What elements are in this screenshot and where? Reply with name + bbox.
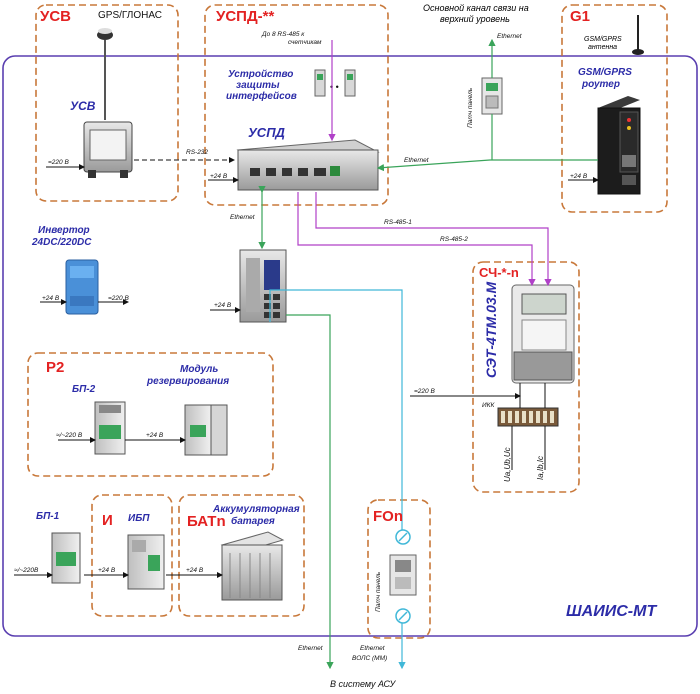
inverter-label-1: Инвертор xyxy=(38,225,90,236)
fon-group-title: FOn xyxy=(373,508,403,525)
inverter-label-2: 24DC/220DC xyxy=(32,237,92,248)
protect-label-3: интерфейсов xyxy=(226,91,297,102)
patch-panel-bottom-icon xyxy=(389,554,417,596)
ethernet-switch-bottom-line xyxy=(286,314,334,670)
v24-bp2-label: +24 В xyxy=(146,432,164,439)
to-asu-label: В систему АСУ xyxy=(330,679,396,689)
interface-protection-icon: • • xyxy=(314,69,356,97)
group-fon xyxy=(367,499,431,639)
main-channel-label-1: Основной канал связи на xyxy=(423,3,529,13)
ethernet-bottom-label: Ethernet xyxy=(298,645,323,652)
v24-router-label: +24 В xyxy=(570,173,588,180)
v220-inverter-label: =220 В xyxy=(108,295,129,302)
v24-bat-label: +24 В xyxy=(186,567,204,574)
rs232-label: RS-232 xyxy=(186,149,209,156)
battery-label-1: Аккумуляторная xyxy=(213,504,300,515)
counters-label: счетчикам xyxy=(288,39,322,46)
v24-switch-label: +24 В xyxy=(214,302,232,309)
psu-bp2-icon xyxy=(94,401,126,455)
group-g1 xyxy=(561,4,668,213)
patch-panel-bottom-label: Патч панель xyxy=(375,571,382,612)
ethernet-wols-label: Ethernet xyxy=(360,645,385,652)
bp2-label: БП-2 xyxy=(72,384,96,395)
ua-ub-uc-label: Ua,Ub,Uc xyxy=(503,447,512,482)
reserve-label-2: резервирования xyxy=(147,376,230,387)
counter-model-label: СЭТ-4ТМ.03.М xyxy=(483,281,499,378)
gsm-antenna-label-2: антенна xyxy=(588,44,618,51)
svg-text:• •: • • xyxy=(330,82,339,92)
meter-icon xyxy=(511,284,575,384)
group-counter xyxy=(472,261,580,493)
v220-bp2-label: ≈/~220 В xyxy=(56,432,83,439)
gps-antenna-icon xyxy=(97,28,113,120)
protect-label-1: Устройство xyxy=(228,69,294,80)
gsm-antenna-icon xyxy=(632,15,644,55)
ethernet-switch-icon xyxy=(239,249,287,323)
p2-group-title: Р2 xyxy=(46,359,65,376)
system-frame xyxy=(2,55,698,637)
ethernet-uspd-switch-label: Ethernet xyxy=(230,214,255,221)
ia-ib-ic-label: Ia,Ib,Ic xyxy=(536,455,545,480)
uspd-device-icon xyxy=(236,139,380,191)
rs485-2-line xyxy=(297,192,536,287)
battery-label-2: батарея xyxy=(231,516,275,527)
rs485-1-line xyxy=(315,192,552,287)
system-name: ШАИИС-МТ xyxy=(566,603,657,620)
terminal-block-icon xyxy=(497,407,559,427)
ethernet-top-label: Ethernet xyxy=(497,33,522,40)
ikk-label: ИКК xyxy=(482,402,495,409)
reserve-module-icon xyxy=(184,404,228,456)
wols-label: ВОЛС (ММ) xyxy=(352,655,388,662)
group-uspd xyxy=(204,4,389,206)
group-usv xyxy=(35,4,179,202)
bat-group-title: БАТn xyxy=(187,513,226,530)
group-bat xyxy=(178,494,305,617)
usv-device-icon xyxy=(83,121,133,178)
v220-counter-label: =220 В xyxy=(414,388,435,395)
gsm-router-label-1: GSM/GPRS xyxy=(578,67,632,78)
reserve-label-1: Модуль xyxy=(180,364,219,375)
gsm-router-label-2: роутер xyxy=(582,79,620,90)
optical-connector-top-icon xyxy=(395,529,411,545)
fiber-line xyxy=(269,289,403,530)
optical-connector-bottom-icon xyxy=(395,608,411,624)
usv-group-title: УСВ xyxy=(40,8,71,25)
gsm-router-icon xyxy=(597,96,641,195)
ups-icon xyxy=(127,534,165,590)
inverter-icon xyxy=(65,259,99,315)
v220-bp1-label: ≈/~220В xyxy=(14,567,39,574)
rs485-2-label: RS-485-2 xyxy=(440,236,468,243)
bp1-label: БП-1 xyxy=(36,511,60,522)
protect-label-2: защиты xyxy=(236,80,280,91)
ethernet-router-uspd-line xyxy=(376,159,598,172)
ethernet-router-label: Ethernet xyxy=(404,157,429,164)
patch-panel-top-label: Патч панель xyxy=(467,87,474,128)
counter-group-title: СЧ-*-n xyxy=(479,265,519,280)
v24-ibp-label: +24 В xyxy=(98,567,116,574)
group-p2 xyxy=(27,352,274,477)
v24-uspd-label: +24 В xyxy=(210,173,228,180)
battery-icon xyxy=(220,531,285,601)
rs485-upto-label: До 8 RS-485 к xyxy=(262,31,305,38)
ibp-label: ИБП xyxy=(128,513,150,524)
uspd-device-label: УСПД xyxy=(248,125,285,140)
rs485-1-label: RS-485-1 xyxy=(384,219,412,226)
main-channel-label-2: верхний уровень xyxy=(440,14,510,24)
gps-label: GPS/ГЛОНАС xyxy=(98,10,162,21)
g1-group-title: G1 xyxy=(570,8,591,25)
psu-bp1-icon xyxy=(51,532,81,584)
usv-device-label: УСВ xyxy=(70,99,96,113)
group-i xyxy=(91,494,173,617)
i-group-title: И xyxy=(102,512,113,529)
uspd-group-title: УСПД-** xyxy=(216,8,275,25)
gsm-antenna-label-1: GSM/GPRS xyxy=(584,36,622,43)
patch-panel-top-icon xyxy=(481,77,503,115)
v24-inverter-label: +24 В xyxy=(42,295,60,302)
v220-usv-label: =220 В xyxy=(48,159,69,166)
